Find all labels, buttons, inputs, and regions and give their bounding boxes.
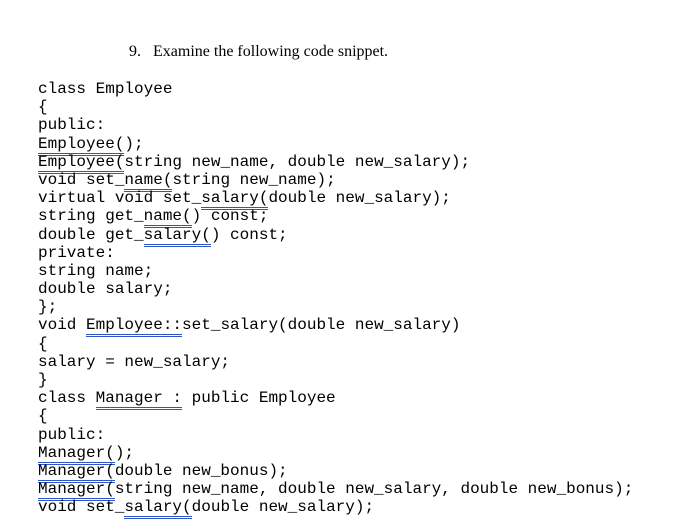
code-line: class Manager : public Employee [38, 389, 687, 411]
code-text: void [38, 316, 87, 335]
underlined-token: name( [143, 207, 192, 229]
code-line: Manager(double new_bonus); [38, 461, 687, 483]
underlined-token: Manager( [38, 461, 115, 483]
underlined-token: name( [124, 170, 173, 192]
code-line: public: [38, 116, 687, 134]
code-text: ) const; [191, 207, 269, 226]
code-line: }; [38, 298, 687, 316]
code-line: Employee(string new_name, double new_sal… [38, 152, 687, 174]
code-line: class Employee [38, 80, 687, 98]
code-line: void set_name(string new_name); [38, 170, 687, 192]
underlined-token: salary( [201, 189, 269, 211]
code-line: { [38, 335, 687, 353]
code-text: string new_name, double new_salary, doub… [114, 480, 634, 499]
code-text: void set_ [38, 170, 125, 189]
code-text: ) const; [210, 225, 288, 244]
underlined-token: Manager : [95, 389, 183, 411]
code-text: double get_ [38, 225, 144, 244]
code-line: } [38, 371, 687, 389]
code-text: set_salary(double new_salary) [182, 316, 461, 335]
code-line: void Employee::set_salary(double new_sal… [38, 316, 687, 338]
code-text: class [38, 389, 96, 408]
code-text: { [38, 334, 48, 353]
code-text: }; [38, 298, 58, 317]
code-text: virtual void set_ [38, 189, 202, 208]
question-number: 9. [129, 43, 141, 60]
code-line: Manager(string new_name, double new_sala… [38, 480, 687, 502]
code-text: double new_salary); [268, 189, 451, 208]
underlined-token: salary( [143, 225, 211, 247]
underlined-token: Employee( [38, 152, 125, 174]
underlined-token: Manager( [38, 443, 115, 465]
code-block: class Employee{public:Employee();Employe… [38, 80, 687, 520]
code-line: { [38, 98, 687, 116]
code-line: string name; [38, 262, 687, 280]
code-text: class Employee [38, 80, 173, 98]
code-text: public Employee [182, 389, 336, 408]
code-text: double new_bonus); [114, 461, 288, 480]
code-line: private: [38, 244, 687, 262]
code-text: void set_ [38, 498, 125, 517]
code-text: double salary; [38, 280, 173, 299]
code-text: salary = new_salary; [38, 352, 231, 371]
code-text: public: [38, 425, 106, 444]
underlined-token: Employee( [38, 134, 125, 156]
code-text: private: [38, 243, 115, 262]
code-text: } [38, 371, 48, 389]
code-line: void set_salary(double new_salary); [38, 498, 687, 520]
code-text: string get_ [38, 207, 144, 226]
code-text: string new_name, double new_salary); [124, 152, 471, 171]
code-text: ); [114, 443, 135, 462]
underlined-token: Employee:: [86, 316, 183, 338]
question-heading: 9. Examine the following code snippet. [113, 25, 687, 79]
question-title: Examine the following code snippet. [153, 43, 389, 60]
code-line: double salary; [38, 280, 687, 298]
code-line: public: [38, 426, 687, 444]
code-text: double new_salary); [191, 498, 375, 517]
code-text: string new_name); [172, 170, 336, 189]
underlined-token: salary( [124, 498, 192, 520]
code-line: double get_salary() const; [38, 225, 687, 247]
code-line: { [38, 407, 687, 425]
code-line: string get_name() const; [38, 207, 687, 229]
code-line: Employee(); [38, 134, 687, 156]
code-text: ); [124, 134, 144, 153]
code-text: { [38, 98, 48, 117]
code-line: Manager(); [38, 443, 687, 465]
code-text: string name; [38, 261, 154, 280]
code-text: public: [38, 116, 106, 135]
code-line: virtual void set_salary(double new_salar… [38, 189, 687, 211]
code-line: salary = new_salary; [38, 353, 687, 371]
underlined-token: Manager( [38, 480, 115, 502]
code-text: { [38, 407, 48, 426]
